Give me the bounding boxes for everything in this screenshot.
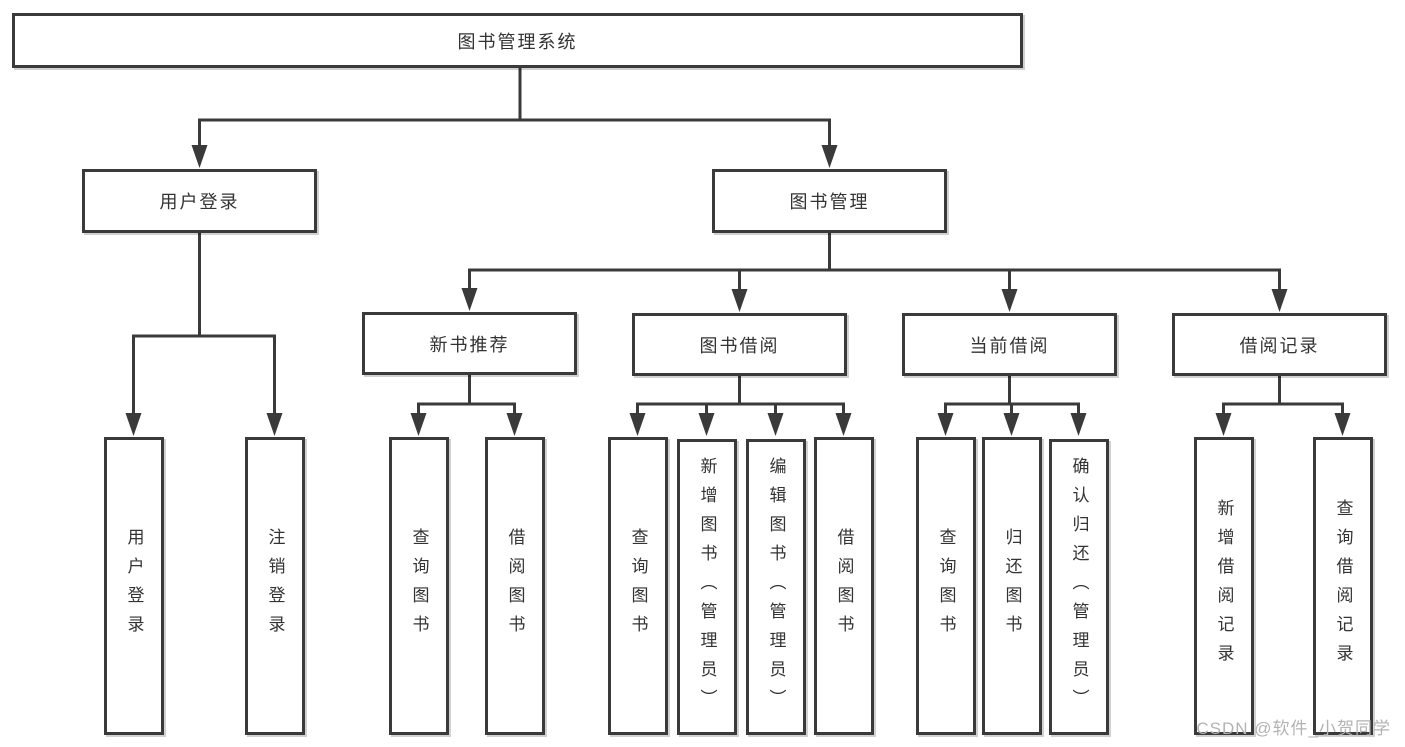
node-label: 查询借阅记录 bbox=[1333, 499, 1353, 673]
node-label: 新增借阅记录 bbox=[1214, 499, 1234, 673]
leaf-recommend-borrow-books: 借阅图书 bbox=[485, 437, 545, 735]
leaf-borrowing-borrow-books: 借阅图书 bbox=[814, 437, 874, 735]
leaf-add-borrow-record: 新增借阅记录 bbox=[1194, 437, 1254, 735]
node-label: 注销登录 bbox=[265, 528, 285, 644]
leaf-current-query-books: 查询图书 bbox=[916, 437, 976, 735]
node-label: 查询图书 bbox=[628, 528, 648, 644]
node-label: 编辑图书（管理员） bbox=[766, 456, 786, 718]
leaf-query-borrow-record: 查询借阅记录 bbox=[1313, 437, 1373, 735]
leaf-confirm-return-admin: 确认归还（管理员） bbox=[1049, 439, 1109, 735]
node-book-management: 图书管理 bbox=[712, 169, 947, 233]
node-label: 当前借阅 bbox=[969, 335, 1050, 356]
node-label: 归还图书 bbox=[1002, 528, 1022, 644]
node-user-login: 用户登录 bbox=[82, 169, 317, 233]
node-new-book-recommendation: 新书推荐 bbox=[362, 312, 577, 375]
node-label: 借阅图书 bbox=[505, 528, 525, 644]
node-label: 借阅记录 bbox=[1239, 335, 1320, 356]
node-label: 用户登录 bbox=[124, 528, 144, 644]
node-borrowing-records: 借阅记录 bbox=[1172, 313, 1387, 376]
node-label: 图书管理 bbox=[789, 192, 870, 212]
node-label: 借阅图书 bbox=[834, 528, 854, 644]
node-book-borrowing: 图书借阅 bbox=[632, 313, 847, 376]
node-label: 查询图书 bbox=[936, 528, 956, 644]
leaf-user-login: 用户登录 bbox=[104, 437, 164, 735]
leaf-return-books: 归还图书 bbox=[982, 437, 1042, 735]
node-label: 新书推荐 bbox=[429, 334, 510, 355]
node-label: 图书管理系统 bbox=[457, 31, 578, 52]
node-label: 图书借阅 bbox=[699, 335, 780, 356]
leaf-recommend-query-books: 查询图书 bbox=[389, 437, 449, 735]
node-label: 新增图书（管理员） bbox=[697, 456, 717, 718]
node-current-borrowing: 当前借阅 bbox=[902, 313, 1117, 376]
leaf-borrowing-query-books: 查询图书 bbox=[608, 437, 668, 735]
leaf-edit-books-admin: 编辑图书（管理员） bbox=[746, 439, 806, 735]
node-library-management-system: 图书管理系统 bbox=[12, 13, 1023, 68]
leaf-logout: 注销登录 bbox=[245, 437, 305, 735]
csdn-watermark: CSDN @软件_小贺同学 bbox=[1196, 719, 1391, 738]
leaf-add-books-admin: 新增图书（管理员） bbox=[677, 439, 737, 735]
node-label: 查询图书 bbox=[409, 528, 429, 644]
node-label: 确认归还（管理员） bbox=[1069, 456, 1089, 718]
node-label: 用户登录 bbox=[159, 192, 240, 212]
